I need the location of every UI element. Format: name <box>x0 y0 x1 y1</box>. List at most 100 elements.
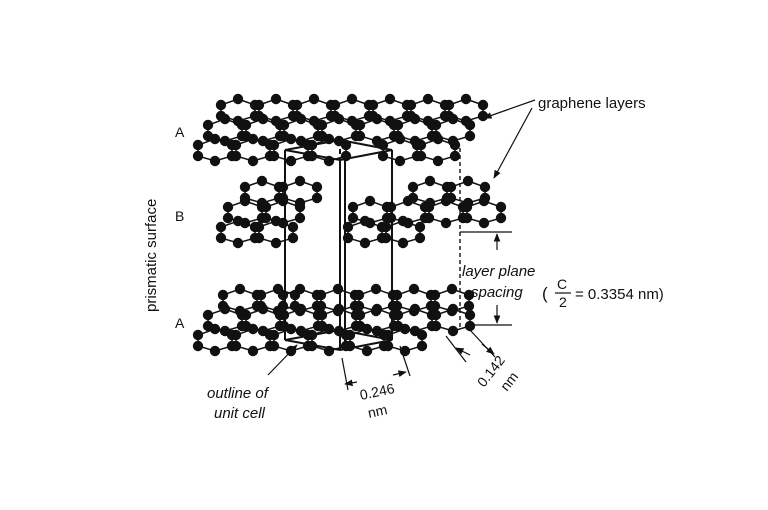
carbon-atom <box>306 150 318 162</box>
carbon-atom <box>316 309 328 321</box>
graphene-layer-middle <box>215 175 507 249</box>
carbon-atom <box>423 212 435 224</box>
unit-cell-outline <box>284 138 393 352</box>
carbon-atom <box>260 201 272 213</box>
carbon-atom <box>268 329 280 341</box>
carbon-atom <box>209 133 221 145</box>
carbon-atom <box>447 303 459 315</box>
carbon-atom <box>399 323 411 335</box>
carbon-atom <box>463 289 475 301</box>
unit-cell-label: unit cell <box>214 405 266 422</box>
carbon-atom <box>332 283 344 295</box>
outline-of-label: outline of <box>207 385 270 402</box>
carbon-atom <box>364 195 376 207</box>
carbon-atom <box>230 139 242 151</box>
carbon-atom <box>359 237 371 249</box>
carbon-atom <box>430 320 442 332</box>
carbon-atom <box>477 99 489 111</box>
carbon-atom <box>380 221 392 233</box>
carbon-atom <box>217 289 229 301</box>
carbon-atom <box>397 237 409 249</box>
carbon-atom <box>232 215 244 227</box>
carbon-atom <box>408 283 420 295</box>
carbon-atom <box>253 221 265 233</box>
carbon-atom <box>268 139 280 151</box>
carbon-atom <box>409 303 421 315</box>
carbon-atom <box>219 113 231 125</box>
graphene-layers-label: graphene layers <box>538 95 646 112</box>
carbon-atom <box>247 323 259 335</box>
carbon-atom <box>402 195 414 207</box>
carbon-atom <box>234 283 246 295</box>
carbon-atom <box>430 119 442 131</box>
carbon-atom <box>416 340 428 352</box>
carbon-atom <box>306 340 318 352</box>
open-paren: ( <box>542 284 548 303</box>
carbon-atom <box>232 237 244 249</box>
carbon-atom <box>460 93 472 105</box>
carbon-atom <box>371 303 383 315</box>
carbon-atom <box>294 175 306 187</box>
carbon-atom <box>446 283 458 295</box>
carbon-atom <box>443 99 455 111</box>
carbon-atom <box>277 195 289 207</box>
carbon-atom <box>424 175 436 187</box>
carbon-atom <box>260 212 272 224</box>
spacing-label: spacing <box>471 284 523 301</box>
carbon-atom <box>209 323 221 335</box>
carbon-atom <box>414 221 426 233</box>
carbon-atom <box>311 192 323 204</box>
carbon-atom <box>219 303 231 315</box>
carbon-atom <box>462 175 474 187</box>
carbon-atom <box>416 329 428 341</box>
carbon-atom <box>253 232 265 244</box>
carbon-atom <box>354 309 366 321</box>
carbon-atom <box>477 110 489 122</box>
carbon-atom <box>285 133 297 145</box>
carbon-atom <box>392 119 404 131</box>
carbon-atom <box>347 212 359 224</box>
carbon-atom <box>192 139 204 151</box>
carbon-atom <box>397 215 409 227</box>
carbon-atom <box>478 217 490 229</box>
carbon-atom <box>315 289 327 301</box>
carbon-atom <box>192 150 204 162</box>
carbon-atom <box>367 99 379 111</box>
carbon-atom <box>409 113 421 125</box>
carbon-atom <box>257 113 269 125</box>
carbon-atom <box>407 181 419 193</box>
carbon-atom <box>371 113 383 125</box>
lattice-constant-value: 0.246 <box>358 380 396 403</box>
layer-plane-label: layer plane <box>462 263 535 280</box>
carbon-atom <box>192 329 204 341</box>
carbon-atom <box>329 99 341 111</box>
carbon-atom <box>449 150 461 162</box>
lattice-constant-dimension <box>341 345 411 391</box>
carbon-atom <box>422 93 434 105</box>
carbon-atom <box>440 217 452 229</box>
carbon-atom <box>230 329 242 341</box>
carbon-atom <box>270 237 282 249</box>
layer-label-middle-b: B <box>175 208 184 224</box>
carbon-atom <box>382 329 394 341</box>
carbon-atom <box>391 300 403 312</box>
carbon-atom <box>270 93 282 105</box>
carbon-atom <box>247 155 259 167</box>
carbon-atom <box>495 212 507 224</box>
carbon-atom <box>478 195 490 207</box>
carbon-atom <box>354 119 366 131</box>
carbon-atom <box>230 340 242 352</box>
carbon-atom <box>268 150 280 162</box>
carbon-atom <box>294 201 306 213</box>
carbon-atom <box>361 345 373 357</box>
carbon-atom <box>353 289 365 301</box>
carbon-atom <box>232 93 244 105</box>
carbon-atom <box>247 345 259 357</box>
carbon-atom <box>215 232 227 244</box>
carbon-atom <box>240 309 252 321</box>
carbon-atom <box>209 345 221 357</box>
lattice-constant-unit: nm <box>366 401 388 421</box>
carbon-atom <box>353 300 365 312</box>
carbon-atom <box>432 155 444 167</box>
